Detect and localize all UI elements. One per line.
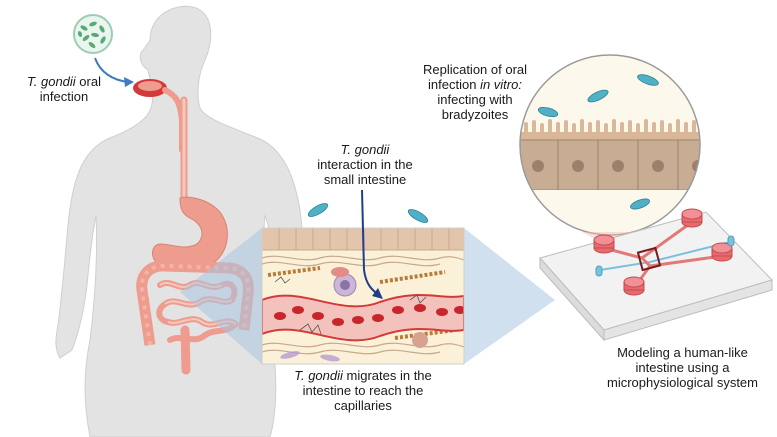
replication-line2-plain: infection xyxy=(428,77,481,92)
intestine-tissue-panel xyxy=(261,189,465,365)
replication-line3: infecting with xyxy=(437,92,513,107)
interaction-label: T. gondii interaction in the small intes… xyxy=(290,142,440,187)
replication-label: Replication of oral infection in vitro: … xyxy=(410,62,540,122)
zoom-wedge-intestine xyxy=(180,228,262,364)
interaction-species: T. gondii xyxy=(340,142,390,157)
cyst-icon xyxy=(73,14,113,54)
oral-infection-label: T. gondii oral infection xyxy=(4,74,124,104)
migration-species: T. gondii xyxy=(294,368,343,383)
oral-infection-rest: oral xyxy=(75,74,101,89)
modeling-line3: microphysiological system xyxy=(607,375,758,390)
replication-line2-italic: in vitro: xyxy=(480,77,522,92)
microphysiological-chip xyxy=(539,208,773,342)
modeling-label: Modeling a human-like intestine using a … xyxy=(590,345,775,390)
interaction-line2: interaction in the xyxy=(317,157,413,172)
modeling-line1: Modeling a human-like xyxy=(617,345,748,360)
replication-line4: bradyzoites xyxy=(441,107,509,122)
replication-line1: Replication of oral xyxy=(422,62,528,77)
oral-infection-line2: infection xyxy=(39,89,89,104)
oral-infection-species: T. gondii xyxy=(27,74,76,89)
modeling-line2: intestine using a xyxy=(635,360,730,375)
migration-line2: intestine to reach the xyxy=(302,383,424,398)
tachyzoite-icons xyxy=(307,203,429,223)
human-body-silhouette xyxy=(55,5,304,437)
zoom-wedge-chip xyxy=(464,228,555,364)
stomach xyxy=(152,196,228,272)
migration-rest: migrates in the xyxy=(342,368,432,383)
interaction-line3: small intestine xyxy=(323,172,407,187)
arrow-to-mouth-icon xyxy=(94,57,129,83)
migration-label: T. gondii migrates in the intestine to r… xyxy=(268,368,458,413)
migration-line3: capillaries xyxy=(334,398,392,413)
